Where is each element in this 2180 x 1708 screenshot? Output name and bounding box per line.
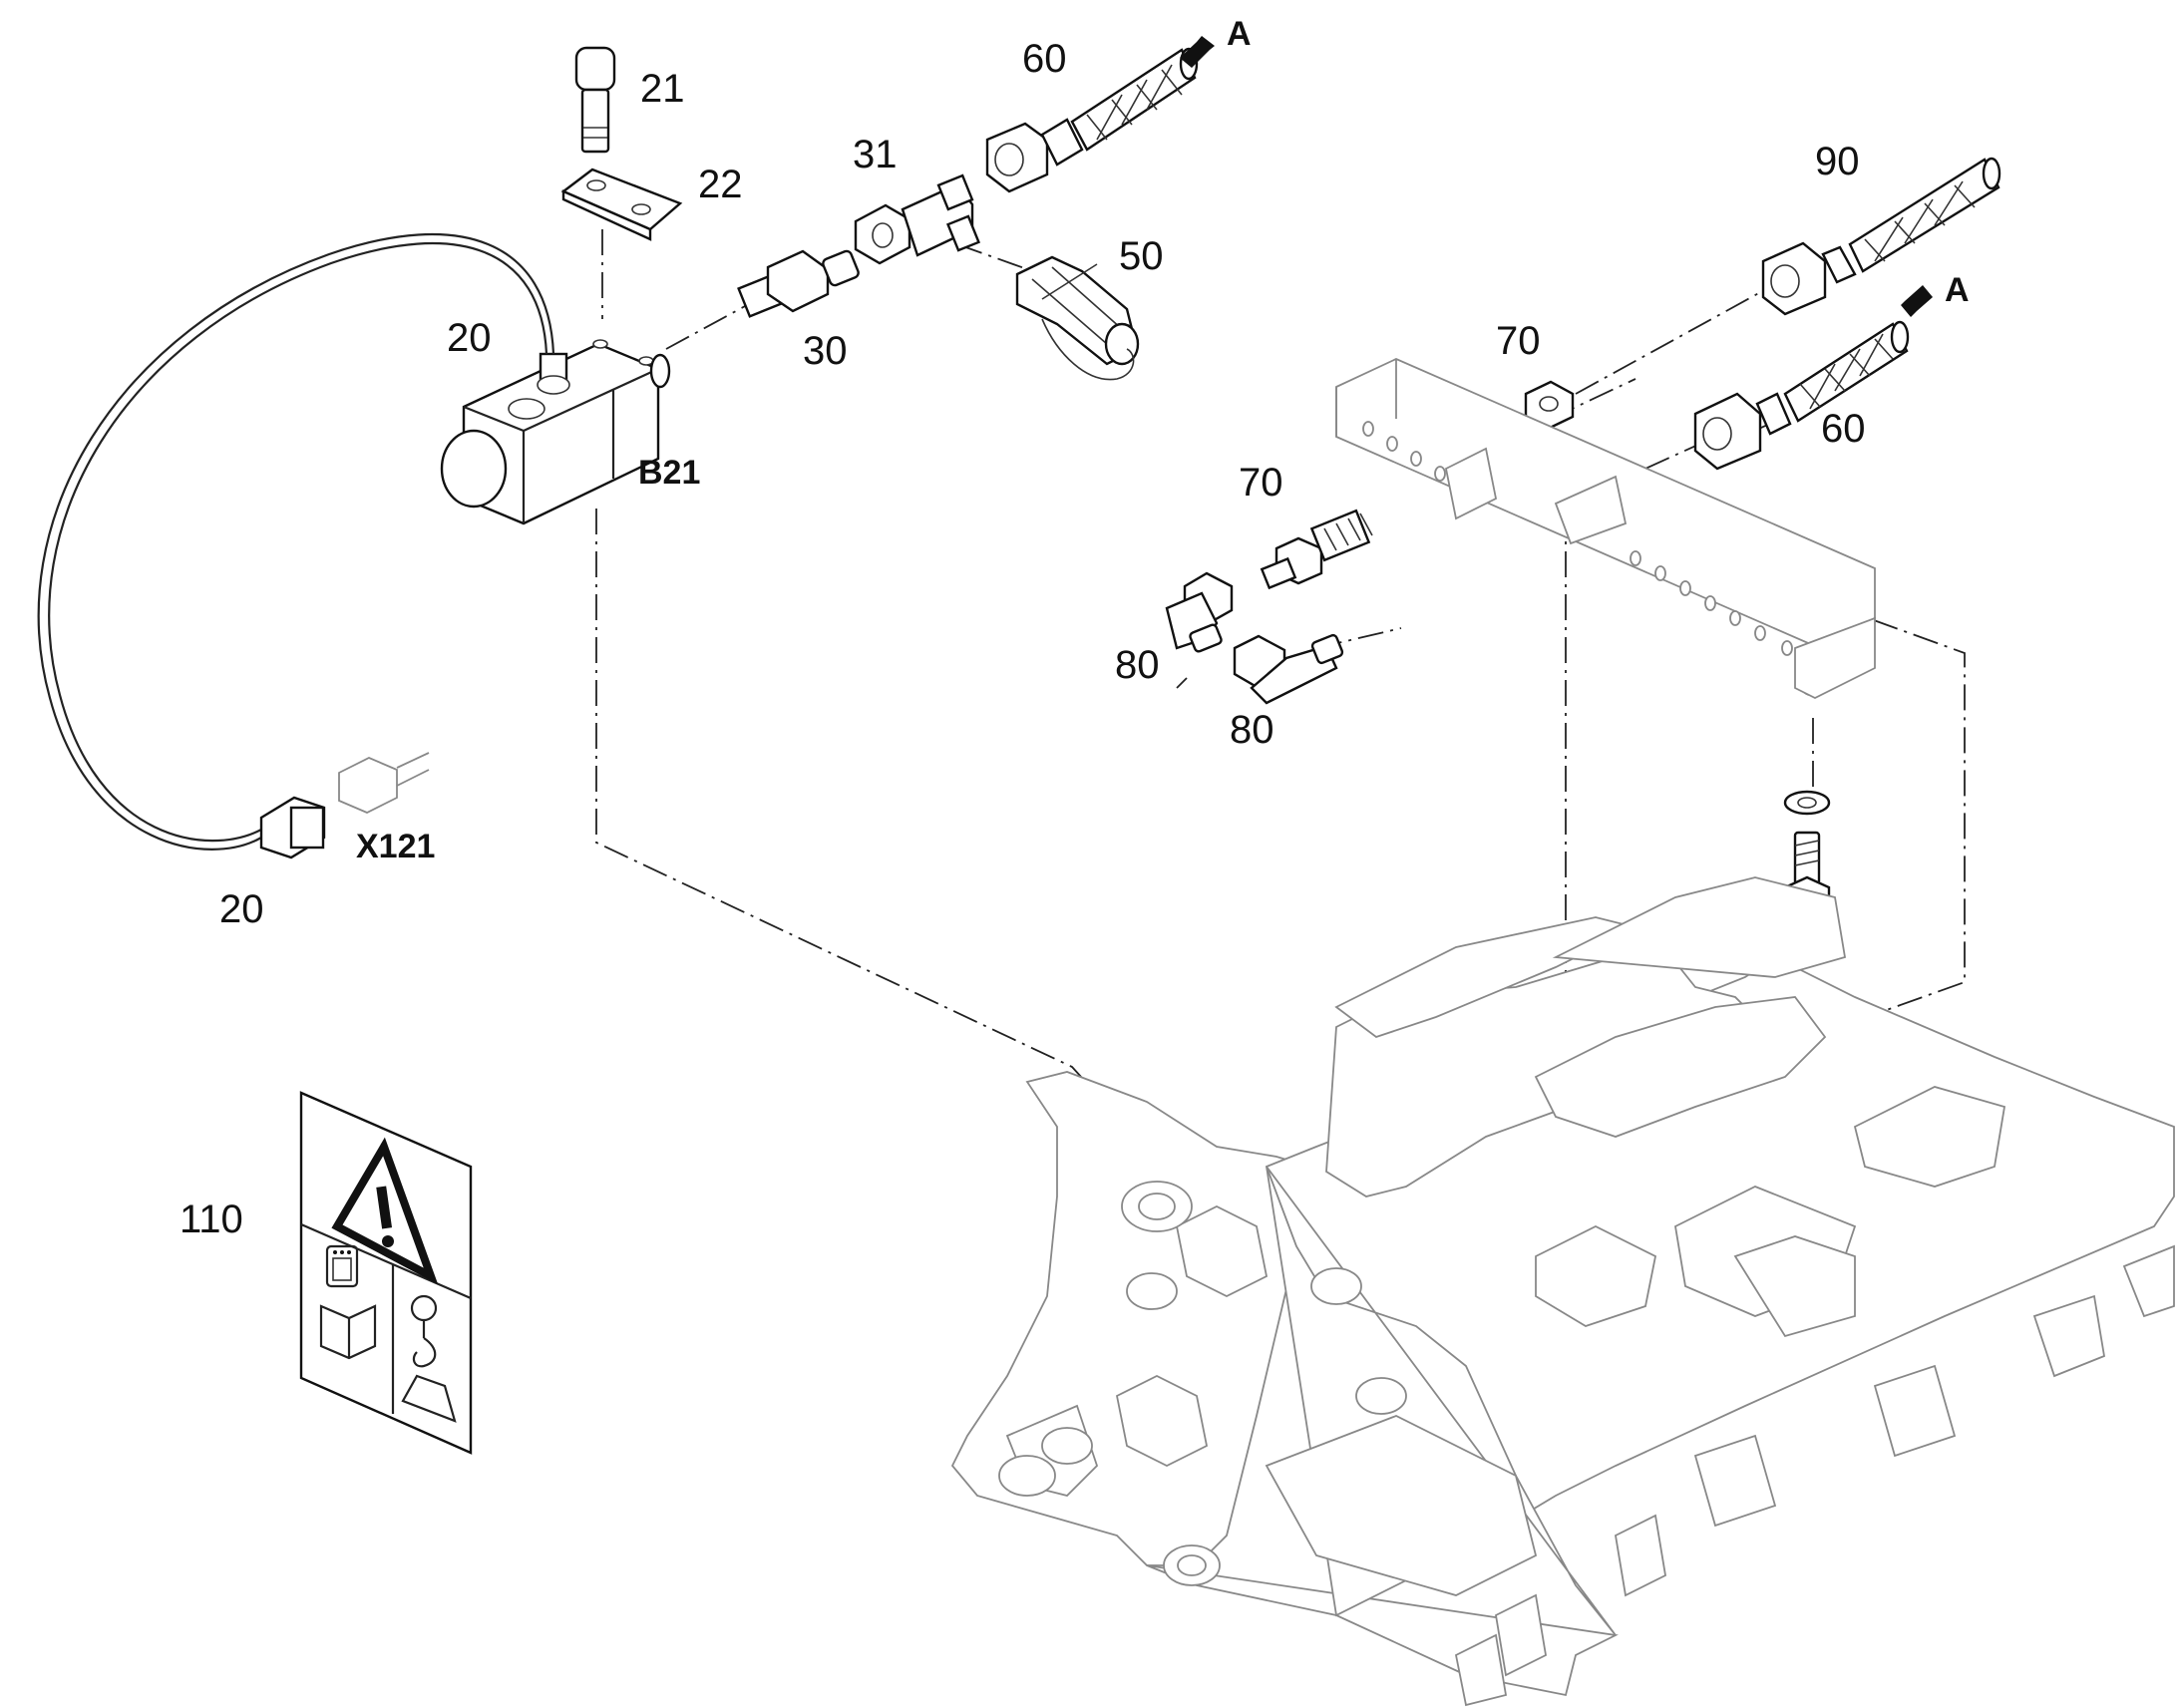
bracket-plate — [1335, 358, 1876, 700]
label-22: 22 — [698, 163, 743, 206]
label-110: 110 — [180, 1197, 243, 1241]
label-arrow-a-lower: A — [1945, 271, 1970, 309]
part-labels: 21 22 31 60 A 90 50 20 30 70 A 60 B21 70… — [180, 15, 1970, 1241]
label-arrow-a-upper: A — [1227, 15, 1252, 53]
chassis-frame — [950, 876, 2175, 1707]
label-30: 30 — [803, 329, 848, 373]
adapter-30 — [737, 249, 860, 318]
tee-fitting-31 — [854, 173, 981, 265]
label-b21: B21 — [638, 454, 700, 492]
lifting-hook-icon — [401, 1294, 457, 1423]
hose-90 — [1761, 157, 2001, 316]
label-20-switch: 20 — [447, 316, 492, 360]
warning-decal-110 — [299, 1091, 473, 1455]
label-70-nut: 70 — [1496, 319, 1541, 363]
label-90: 90 — [1815, 140, 1860, 183]
label-60-upper: 60 — [1022, 37, 1067, 81]
warning-triangle-icon — [331, 1137, 439, 1285]
pressure-switch-20 — [440, 339, 671, 525]
hose-60-lower — [1693, 320, 1910, 471]
elbow-80-b — [1233, 633, 1344, 705]
screw-21 — [574, 46, 616, 154]
arrow-a-lower-icon — [1901, 285, 1933, 317]
label-x121: X121 — [356, 828, 435, 865]
test-coupling-50 — [1015, 255, 1140, 381]
device-icon — [325, 1244, 359, 1288]
label-50: 50 — [1119, 234, 1164, 278]
label-80-b: 80 — [1230, 708, 1274, 752]
label-20-cable: 20 — [219, 887, 264, 931]
nut-70 — [1524, 380, 1575, 431]
label-80-a: 80 — [1115, 643, 1160, 687]
connector-x121 — [259, 752, 430, 859]
cable-20 — [37, 233, 555, 851]
label-21: 21 — [640, 67, 685, 111]
label-60-lower: 60 — [1821, 407, 1866, 451]
bulkhead-fitting-70 — [1260, 509, 1373, 590]
label-31: 31 — [853, 133, 898, 176]
label-70-fitting: 70 — [1239, 461, 1283, 505]
arrow-a-upper-icon — [1180, 36, 1215, 68]
elbow-80-a — [1165, 571, 1234, 653]
manual-book-icon — [319, 1304, 377, 1360]
hose-60-upper — [985, 47, 1199, 193]
plate-22 — [560, 168, 683, 241]
